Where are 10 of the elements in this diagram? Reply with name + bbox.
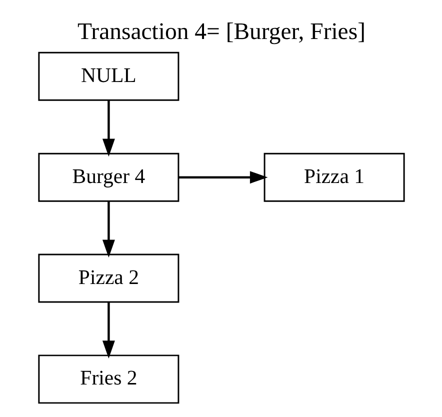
node-box: Pizza 2 bbox=[38, 254, 179, 303]
node-box: Pizza 1 bbox=[263, 152, 404, 202]
arrow bbox=[102, 100, 114, 157]
arrow bbox=[178, 171, 268, 184]
node-box: Burger 4 bbox=[38, 152, 179, 202]
node-box: NULL bbox=[38, 52, 179, 101]
node-box: Fries 2 bbox=[38, 354, 179, 404]
arrow bbox=[102, 302, 114, 358]
diagram-title: Transaction 4= [Burger, Fries] bbox=[77, 19, 365, 45]
arrow bbox=[102, 202, 114, 258]
